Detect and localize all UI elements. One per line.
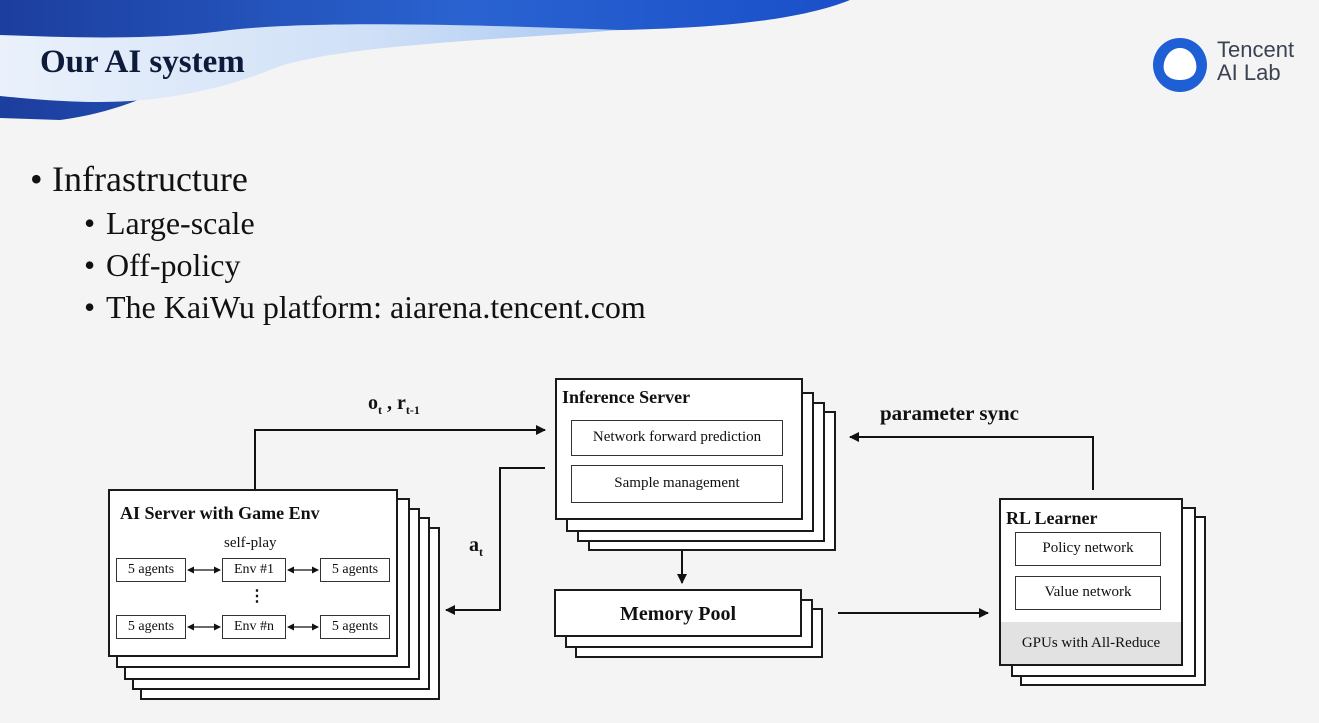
rl-learner-box: RL Learner Policy network Value network …	[999, 498, 1183, 666]
value-network-box: Value network	[1015, 576, 1161, 610]
action-arrow	[445, 467, 545, 615]
bullet-kaiwu-platform: •The KaiWu platform: aiarena.tencent.com	[84, 289, 646, 325]
bullet-text: The KaiWu platform: aiarena.tencent.com	[106, 289, 646, 325]
header-wave-decoration	[0, 0, 850, 120]
parameter-sync-arrow	[849, 432, 1094, 490]
bullet-text: Large-scale	[106, 205, 255, 241]
logo-line-2: AI Lab	[1217, 60, 1281, 85]
policy-network-box: Policy network	[1015, 532, 1161, 566]
observation-reward-label: ot , rt-1	[368, 392, 420, 417]
agents-box: 5 agents	[116, 558, 186, 582]
agent-env-arrows	[187, 566, 319, 631]
memory-pool-title: Memory Pool	[619, 603, 737, 625]
sample-management-box: Sample management	[571, 465, 783, 503]
agents-box: 5 agents	[320, 558, 390, 582]
action-label: at	[469, 534, 483, 559]
bullet-text: Infrastructure	[52, 159, 248, 199]
logo-text: Tencent AI Lab	[1217, 38, 1294, 84]
ai-server-box: AI Server with Game Env self-play 5 agen…	[108, 489, 398, 657]
inference-server-title: Inference Server	[562, 387, 691, 407]
env-1-box: Env #1	[222, 558, 286, 582]
slide-title: Our AI system	[40, 44, 245, 80]
gpus-all-reduce-label: GPUs with All-Reduce	[1001, 622, 1181, 664]
network-forward-prediction-box: Network forward prediction	[571, 420, 783, 456]
vertical-ellipsis: ⋮	[249, 588, 265, 605]
bullet-infrastructure: •Infrastructure	[30, 159, 248, 199]
bullet-text: Off-policy	[106, 247, 241, 283]
logo-line-1: Tencent	[1217, 37, 1295, 62]
inference-server-box: Inference Server Network forward predict…	[555, 378, 803, 520]
observation-arrow	[254, 425, 546, 489]
bullet-off-policy: •Off-policy	[84, 247, 241, 283]
self-play-label: self-play	[224, 535, 277, 551]
env-n-box: Env #n	[222, 615, 286, 639]
parameter-sync-label: parameter sync	[880, 401, 1019, 425]
bullet-large-scale: •Large-scale	[84, 205, 255, 241]
agents-box: 5 agents	[116, 615, 186, 639]
memory-pool-box: Memory Pool	[554, 589, 802, 637]
ai-server-title: AI Server with Game Env	[120, 503, 320, 523]
agents-box: 5 agents	[320, 615, 390, 639]
rl-learner-title: RL Learner	[1006, 508, 1098, 528]
tencent-ai-lab-logo-icon	[1153, 38, 1207, 92]
